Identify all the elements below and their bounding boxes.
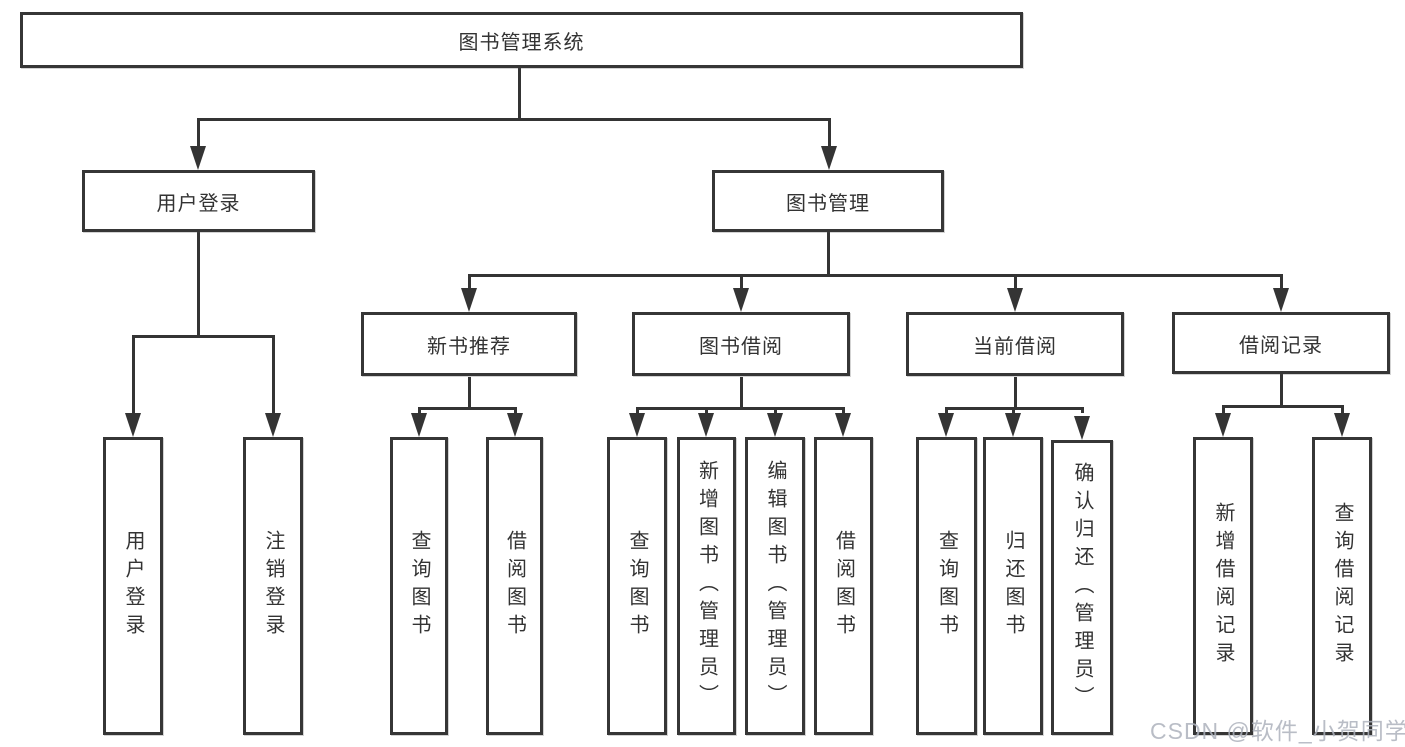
connector-br-rail <box>1222 405 1344 408</box>
arrow-to-current-borrowing <box>1007 288 1023 312</box>
connector-stem-bb-query <box>636 407 639 413</box>
arrow-to-borrow-records <box>1273 288 1289 312</box>
arrow-to-book-borrowing <box>733 288 749 312</box>
arrow-to-leaf-logout <box>265 413 281 437</box>
node-borrow-records-label: 借阅记录 <box>1239 334 1323 357</box>
connector-stem-cb-return <box>1012 407 1015 413</box>
node-user-login-label: 用户登录 <box>156 192 241 215</box>
node-new-book-recommend: 新书推荐 <box>361 312 577 376</box>
leaf-bb-edit-books-admin: 编辑图书（管理员） <box>745 437 805 735</box>
connector-stem-book-management <box>828 118 831 146</box>
connector-stem-leaf-user-login <box>132 335 135 413</box>
node-book-management: 图书管理 <box>712 170 944 232</box>
leaf-cb-query-books-label: 查询图书 <box>935 530 958 642</box>
leaf-nb-query-books-label: 查询图书 <box>408 530 430 642</box>
connector-stem-book-borrowing <box>740 274 743 288</box>
connector-stem-bb-borrow <box>842 407 845 413</box>
node-current-borrowing-label: 当前借阅 <box>973 335 1057 358</box>
node-book-borrowing-label: 图书借阅 <box>699 335 783 358</box>
arrow-to-br-add <box>1215 413 1231 437</box>
connector-stem-br-add <box>1222 405 1225 413</box>
node-user-login: 用户登录 <box>82 170 315 232</box>
leaf-bb-borrow-books-label: 借阅图书 <box>832 530 855 642</box>
connector-br-stem <box>1280 374 1283 405</box>
connector-stem-borrow-records <box>1280 274 1283 288</box>
arrow-to-nb-query <box>411 413 427 437</box>
connector-user-login-rail <box>132 335 275 338</box>
leaf-cb-confirm-return-admin-label: 确认归还（管理员） <box>1071 461 1093 714</box>
connector-user-login-stem <box>197 232 200 335</box>
connector-nb-stem <box>468 377 471 407</box>
connector-stem-bb-edit <box>774 407 777 413</box>
leaf-cb-confirm-return-admin: 确认归还（管理员） <box>1051 440 1113 735</box>
leaf-cb-return-books: 归还图书 <box>983 437 1043 735</box>
arrow-to-br-query <box>1334 413 1350 437</box>
connector-stem-nb-borrow <box>514 407 517 413</box>
leaf-user-login: 用户登录 <box>103 437 163 735</box>
connector-stem-current-borrowing <box>1014 274 1017 288</box>
arrow-to-bb-edit <box>767 413 783 437</box>
node-book-borrowing: 图书借阅 <box>632 312 850 376</box>
connector-stem-bb-add <box>705 407 708 413</box>
connector-book-management-stem <box>827 232 830 274</box>
arrow-to-user-login <box>190 146 206 170</box>
leaf-br-add-record-label: 新增借阅记录 <box>1212 502 1234 670</box>
connector-stem-user-login <box>197 118 200 146</box>
leaf-nb-borrow-books-label: 借阅图书 <box>503 530 526 642</box>
arrow-to-cb-return <box>1005 413 1021 437</box>
connector-stem-leaf-logout <box>272 335 275 413</box>
leaf-bb-query-books-label: 查询图书 <box>626 530 648 642</box>
connector-root-stem <box>518 68 521 118</box>
connector-book-management-rail <box>468 274 1283 277</box>
leaf-bb-edit-books-admin-label: 编辑图书（管理员） <box>764 460 786 712</box>
connector-bb-rail <box>636 407 845 410</box>
arrow-to-bb-borrow <box>835 413 851 437</box>
node-new-book-recommend-label: 新书推荐 <box>427 335 511 358</box>
leaf-nb-query-books: 查询图书 <box>390 437 448 735</box>
leaf-bb-query-books: 查询图书 <box>607 437 667 735</box>
connector-nb-rail <box>418 407 517 410</box>
node-borrow-records: 借阅记录 <box>1172 312 1390 374</box>
arrow-to-bb-add <box>698 413 714 437</box>
csdn-watermark: CSDN @软件_小贺同学 <box>1150 718 1405 744</box>
connector-bb-stem <box>740 377 743 407</box>
leaf-cb-query-books: 查询图书 <box>916 437 977 735</box>
arrow-to-cb-query <box>938 413 954 437</box>
arrow-to-leaf-user-login <box>125 413 141 437</box>
leaf-logout-label: 注销登录 <box>262 530 284 642</box>
node-root-label: 图书管理系统 <box>458 31 585 54</box>
arrow-to-book-management <box>821 146 837 170</box>
leaf-cb-return-books-label: 归还图书 <box>1002 530 1024 642</box>
node-book-management-label: 图书管理 <box>786 192 870 215</box>
leaf-nb-borrow-books: 借阅图书 <box>486 437 543 735</box>
leaf-br-add-record: 新增借阅记录 <box>1193 437 1253 735</box>
connector-cb-stem <box>1014 377 1017 407</box>
arrow-to-cb-confirm <box>1074 416 1090 440</box>
arrow-to-bb-query <box>629 413 645 437</box>
connector-stem-cb-confirm <box>1081 407 1084 413</box>
leaf-logout: 注销登录 <box>243 437 303 735</box>
leaf-bb-borrow-books: 借阅图书 <box>814 437 873 735</box>
arrow-to-nb-borrow <box>507 413 523 437</box>
leaf-user-login-label: 用户登录 <box>122 530 144 642</box>
connector-stem-cb-query <box>945 407 948 413</box>
connector-stem-br-query <box>1341 405 1344 413</box>
connector-stem-nb-query <box>418 407 421 413</box>
leaf-br-query-record: 查询借阅记录 <box>1312 437 1372 735</box>
leaf-bb-add-books-admin: 新增图书（管理员） <box>677 437 736 735</box>
connector-root-rail <box>197 118 831 121</box>
arrow-to-new-book-recommend <box>461 288 477 312</box>
leaf-br-query-record-label: 查询借阅记录 <box>1331 502 1353 670</box>
connector-stem-new-book-recommend <box>468 274 471 288</box>
node-root: 图书管理系统 <box>20 12 1023 68</box>
node-current-borrowing: 当前借阅 <box>906 312 1124 376</box>
leaf-bb-add-books-admin-label: 新增图书（管理员） <box>695 460 718 712</box>
